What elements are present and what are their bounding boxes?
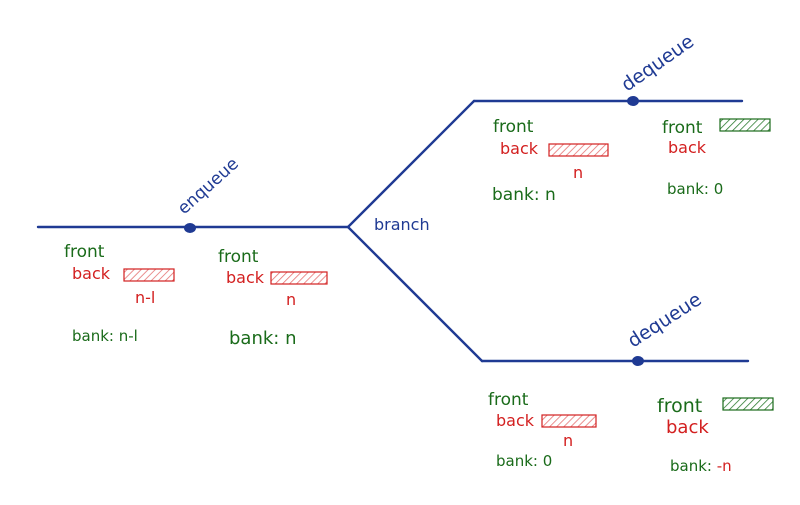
dequeue-top-label: dequeue [617, 30, 698, 96]
enqueue-dot [184, 223, 196, 233]
front-queue-box [719, 118, 771, 132]
dequeue-bottom-dot [632, 356, 644, 366]
state-after-enqueue: front back n bank: n [218, 247, 328, 349]
back-queue-box [541, 414, 597, 428]
upper-branch-diagonal [346, 99, 476, 229]
front-queue-box [722, 397, 774, 411]
enqueue-label: enqueue [174, 154, 243, 219]
index-label: n [286, 290, 296, 309]
state-upper-before-dequeue: front back n bank: n [492, 117, 609, 205]
state-before-enqueue: front back n-l bank: n-l [64, 242, 175, 345]
back-label: back [226, 268, 265, 287]
lower-branch-diagonal [346, 225, 484, 363]
state-lower-before-dequeue: front back n bank: 0 [488, 390, 597, 470]
front-label: front [657, 395, 702, 417]
front-label: front [493, 117, 534, 137]
bank-value: -n [717, 457, 732, 475]
front-label: front [64, 242, 105, 262]
bank-label: bank: -n [670, 457, 732, 475]
dequeue-bottom-label: dequeue [624, 288, 706, 352]
front-label: front [488, 390, 529, 410]
back-queue-box [123, 268, 175, 282]
bank-prefix: bank: [670, 457, 717, 475]
bank-label: bank: 0 [496, 452, 552, 470]
index-label: n-l [135, 288, 155, 307]
state-upper-after-dequeue: front back bank: 0 [662, 118, 771, 198]
back-label: back [668, 138, 707, 157]
back-label: back [666, 417, 709, 438]
back-queue-box [270, 271, 328, 285]
front-label: front [218, 247, 259, 267]
back-queue-box [548, 143, 609, 157]
back-label: back [496, 411, 535, 430]
branch-label: branch [374, 215, 430, 234]
dequeue-top-dot [627, 96, 639, 106]
back-label: back [500, 139, 539, 158]
index-label: n [563, 431, 573, 450]
front-label: front [662, 118, 703, 138]
bank-label: bank: n-l [72, 327, 138, 345]
bank-label: bank: n [492, 185, 556, 205]
bank-label: bank: 0 [667, 180, 723, 198]
back-label: back [72, 264, 111, 283]
index-label: n [573, 163, 583, 182]
bank-label: bank: n [229, 328, 296, 349]
state-lower-after-dequeue: front back bank: -n [657, 395, 774, 475]
